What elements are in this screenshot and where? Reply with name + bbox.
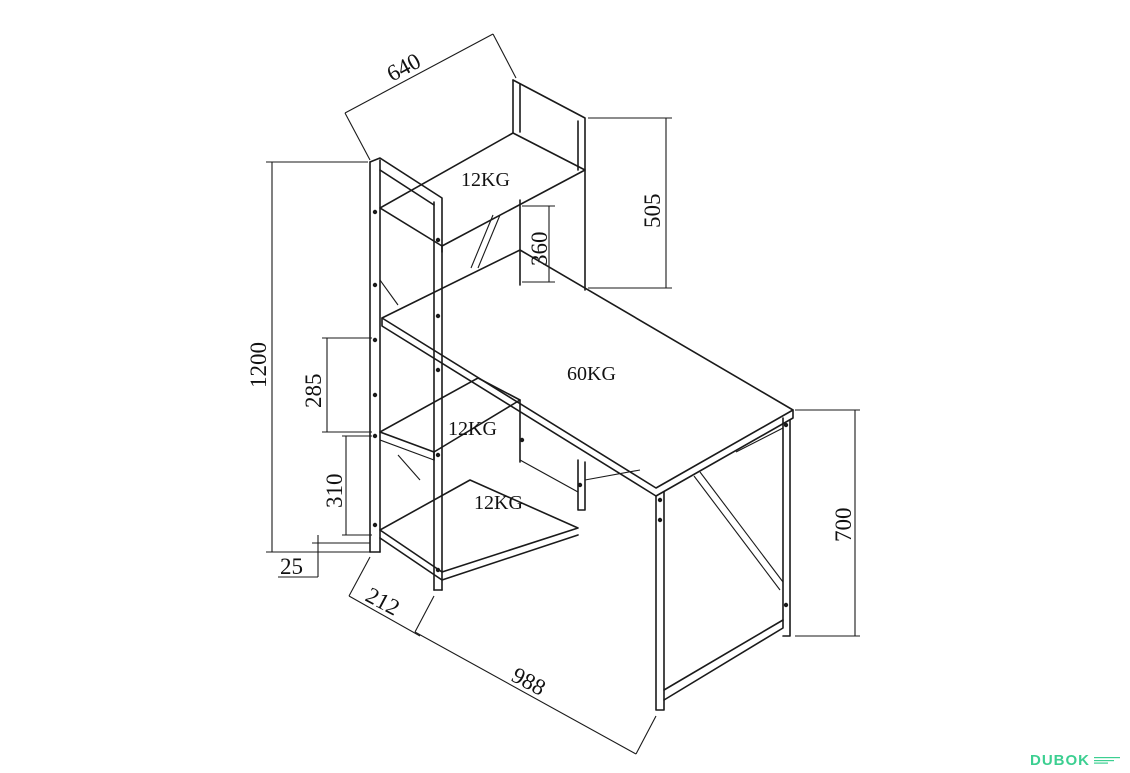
watermark-logo: DUBOK: [1030, 752, 1122, 769]
watermark-tagline-icon: [1094, 757, 1120, 764]
dimension-shelf-gap-lower: 310: [322, 474, 347, 509]
dimension-floor-clearance: 25: [280, 554, 303, 579]
dimension-shelf-gap-upper: 285: [301, 374, 326, 409]
load-top-shelf: 12KG: [461, 169, 510, 191]
watermark-tagline-graphic: [1094, 756, 1122, 765]
dimension-shelf-height-top: 505: [640, 194, 665, 229]
bolt-markers: [372, 209, 789, 608]
load-desktop: 60KG: [567, 363, 616, 385]
desk-frame: [369, 79, 794, 711]
dimension-total-height: 1200: [246, 342, 271, 388]
dimension-depth-top: 640: [383, 48, 425, 86]
dimension-riser-height: 360: [527, 232, 552, 267]
dimension-desk-height: 700: [831, 508, 856, 543]
load-middle-shelf: 12KG: [448, 418, 497, 440]
load-bottom-shelf: 12KG: [474, 492, 523, 514]
dimension-total-width: 988: [508, 662, 550, 700]
watermark-word: DUBOK: [1030, 752, 1090, 769]
dimension-lines: [266, 33, 860, 755]
dimension-shelf-depth: 212: [362, 582, 404, 620]
